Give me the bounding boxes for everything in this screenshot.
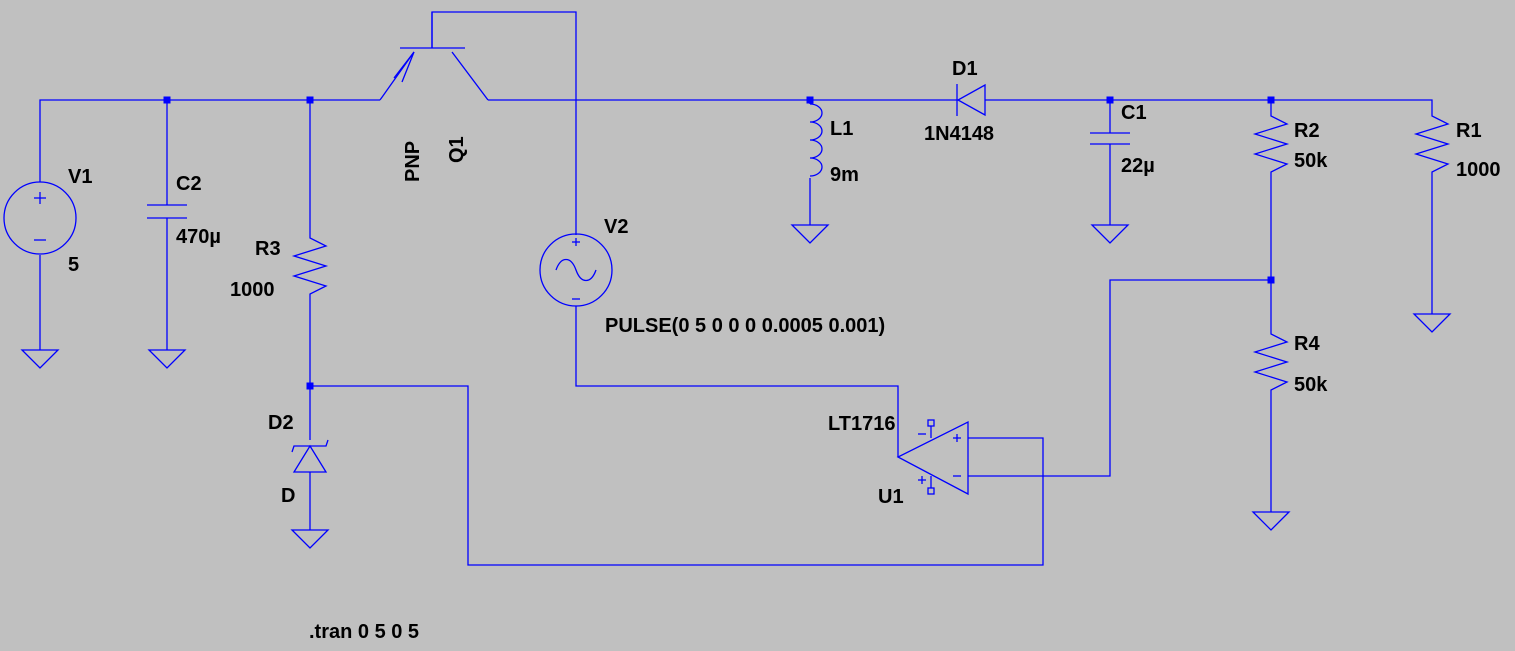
inductor-icon: [809, 103, 823, 177]
l1-value: 9m: [830, 164, 859, 186]
junction: [806, 96, 814, 104]
v2-source[interactable]: V2 PULSE(0 5 0 0 0 0.0005 0.001): [539, 216, 885, 337]
ground-icon: [790, 224, 830, 244]
r3-resistor[interactable]: R3 1000: [230, 230, 329, 302]
resistor-icon: [1252, 108, 1290, 180]
c1-name: C1: [1121, 102, 1147, 124]
v2-value: PULSE(0 5 0 0 0 0.0005 0.001): [605, 315, 885, 337]
q1-name: Q1: [446, 136, 468, 163]
d2-value: D: [281, 485, 295, 507]
capacitor-icon: [147, 204, 187, 219]
junction: [1106, 96, 1114, 104]
wire-q1-base-to-v2: [431, 11, 577, 235]
r1-resistor[interactable]: R1 1000: [1413, 108, 1501, 181]
zener-diode-icon: [291, 439, 329, 473]
r4-value: 50k: [1294, 374, 1328, 396]
resistor-icon: [1252, 326, 1290, 398]
junctions: [163, 96, 1275, 390]
v1-name: V1: [68, 166, 92, 188]
ground-icon: [147, 349, 187, 369]
junction: [306, 96, 314, 104]
ground-icon: [1412, 313, 1452, 333]
c1-capacitor[interactable]: C1 22µ: [1090, 102, 1155, 177]
r2-resistor[interactable]: R2 50k: [1252, 108, 1328, 180]
r3-value: 1000: [230, 279, 275, 301]
junction: [163, 96, 171, 104]
wire-top-left: [39, 99, 380, 182]
spice-directive[interactable]: .tran 0 5 0 5: [309, 621, 419, 643]
c1-value: 22µ: [1121, 155, 1155, 177]
q1-value: PNP: [402, 141, 424, 182]
d1-name: D1: [952, 58, 978, 80]
q1-transistor[interactable]: PNP Q1: [379, 12, 489, 182]
r1-name: R1: [1456, 120, 1482, 142]
v1-value: 5: [68, 254, 79, 276]
resistor-icon: [1413, 108, 1451, 180]
r4-name: R4: [1294, 333, 1320, 355]
d1-diode[interactable]: D1 1N4148: [924, 58, 994, 145]
c2-name: C2: [176, 173, 202, 195]
dc-voltage-source-icon: [3, 181, 77, 255]
r4-resistor[interactable]: R4 50k: [1252, 326, 1328, 398]
d2-name: D2: [268, 412, 294, 434]
r1-value: 1000: [1456, 159, 1501, 181]
comparator-icon: [896, 419, 969, 496]
wire-divider-to-u1-minus: [968, 279, 1271, 477]
u1-comparator[interactable]: LT1716 U1: [828, 413, 969, 508]
v1-source[interactable]: V1 5: [3, 166, 92, 276]
c2-capacitor[interactable]: C2 470µ: [147, 173, 221, 248]
c2-value: 470µ: [176, 226, 221, 248]
l1-name: L1: [830, 118, 853, 140]
wire-top-right: [985, 99, 1433, 108]
r2-value: 50k: [1294, 150, 1328, 172]
wire-zener-to-u1-plus: [310, 385, 1044, 566]
ground-icon: [1251, 511, 1291, 531]
ground-icon: [20, 349, 60, 369]
d2-zener[interactable]: D2 D: [268, 412, 329, 507]
wires: [39, 11, 1433, 566]
junction: [1267, 276, 1275, 284]
r2-name: R2: [1294, 120, 1320, 142]
u1-value: LT1716: [828, 413, 895, 435]
junction: [1267, 96, 1275, 104]
pnp-transistor-icon: [379, 12, 489, 101]
u1-name: U1: [878, 486, 904, 508]
ac-voltage-source-icon: [539, 233, 613, 307]
grounds: [20, 224, 1452, 549]
ground-icon: [1090, 224, 1130, 244]
junction: [306, 382, 314, 390]
capacitor-icon: [1090, 132, 1130, 145]
resistor-icon: [291, 230, 329, 302]
d1-value: 1N4148: [924, 123, 994, 145]
wire-v2-to-u1-out: [575, 306, 899, 457]
ground-icon: [290, 529, 330, 549]
r3-name: R3: [255, 238, 281, 260]
v2-name: V2: [604, 216, 628, 238]
diode-icon: [955, 83, 986, 117]
l1-inductor[interactable]: L1 9m: [809, 103, 859, 186]
